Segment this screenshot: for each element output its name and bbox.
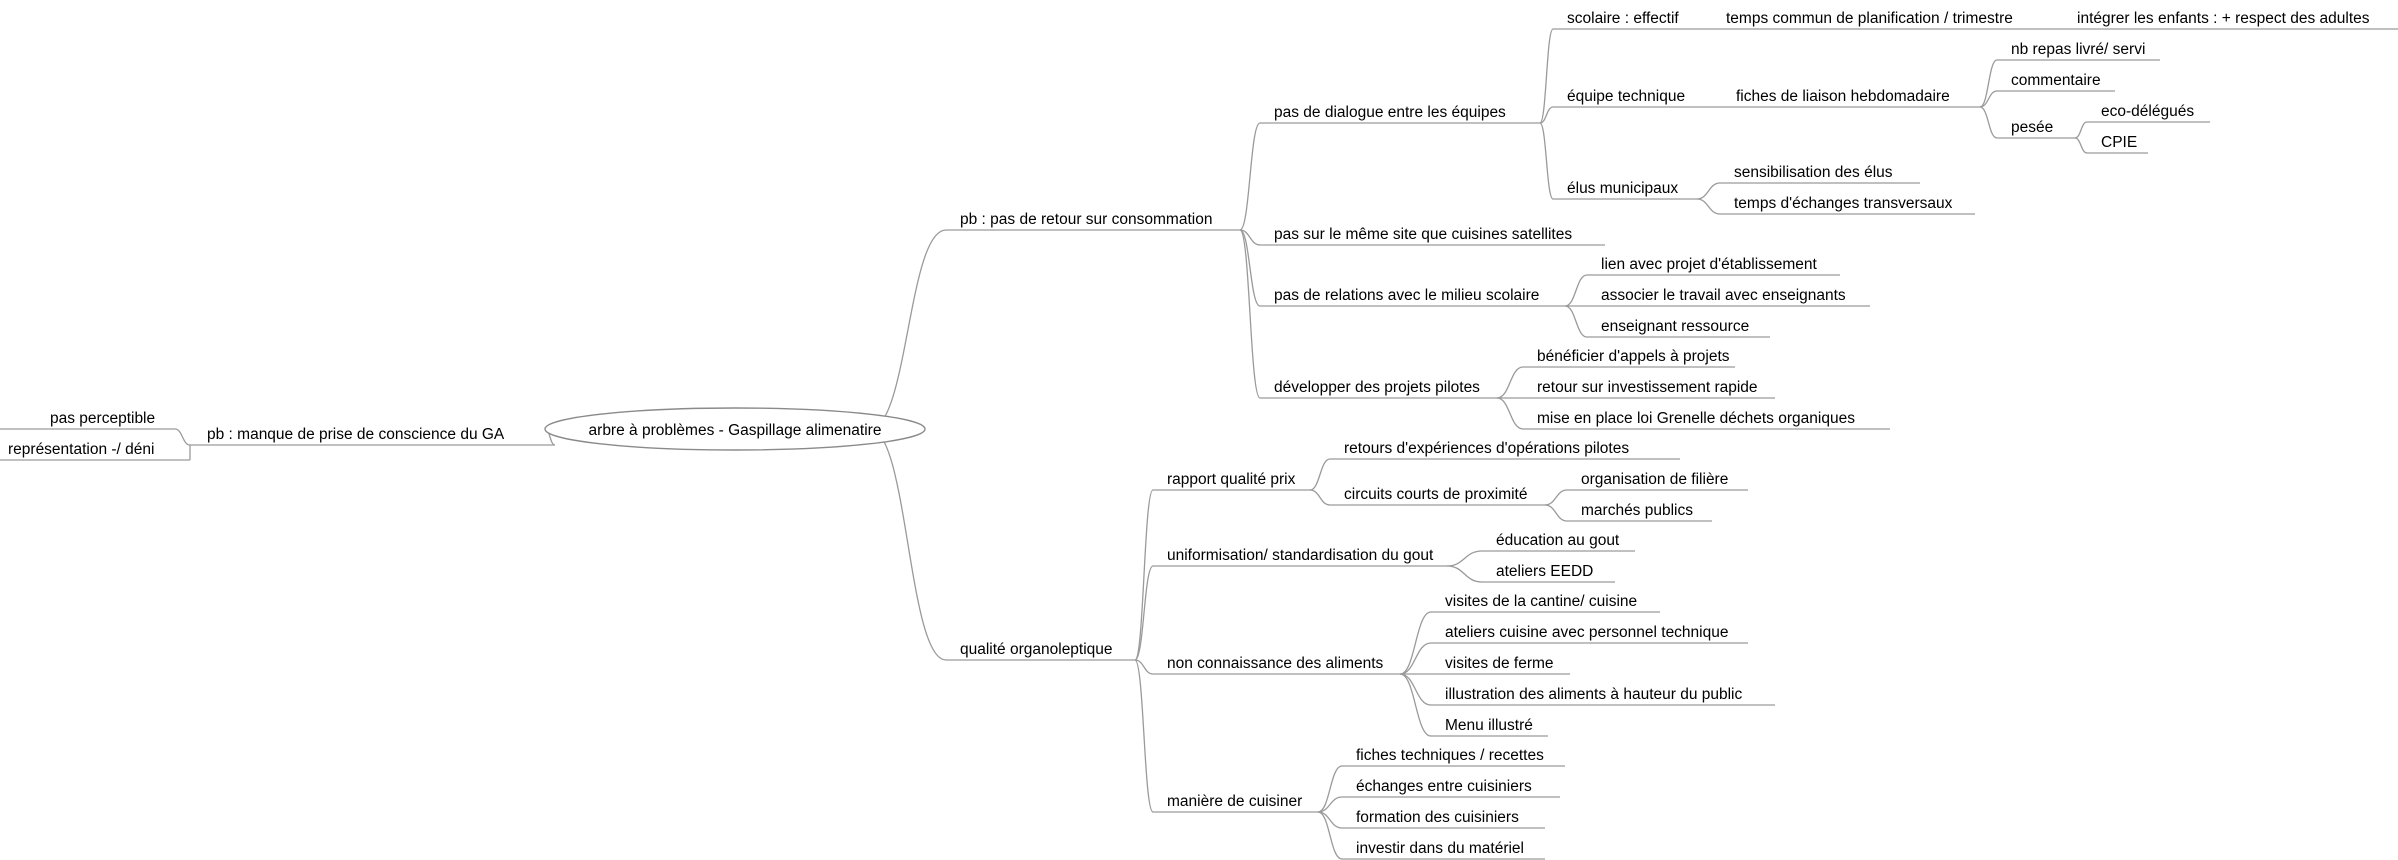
link-circuits bbox=[1309, 489, 1331, 506]
node-label-investir[interactable]: investir dans du matériel bbox=[1356, 840, 1524, 857]
node-label-fiches-tech[interactable]: fiches techniques / recettes bbox=[1356, 747, 1544, 764]
link-eco-delegues bbox=[2074, 121, 2088, 139]
node-label-illustration[interactable]: illustration des aliments à hauteur du p… bbox=[1445, 686, 1743, 703]
node-label-organisation[interactable]: organisation de filière bbox=[1581, 471, 1728, 488]
node-label-pb-retour[interactable]: pb : pas de retour sur consommation bbox=[960, 211, 1212, 228]
node-label-relations[interactable]: pas de relations avec le milieu scolaire bbox=[1274, 287, 1539, 304]
link-beneficier bbox=[1496, 366, 1524, 399]
link-lien-projet bbox=[1564, 274, 1588, 307]
link-ateliers-cuisine bbox=[1399, 642, 1432, 675]
link-nb-repas bbox=[1979, 59, 1998, 108]
node-label-nb-repas[interactable]: nb repas livré/ servi bbox=[2011, 41, 2145, 58]
node-label-eco-delegues[interactable]: eco-délégués bbox=[2101, 103, 2194, 120]
link-pas-perceptible bbox=[174, 428, 191, 446]
node-label-cpie[interactable]: CPIE bbox=[2101, 134, 2137, 151]
link-relations bbox=[1239, 229, 1261, 307]
node-label-pas-perceptible[interactable]: pas perceptible bbox=[50, 410, 155, 427]
node-label-qualite-orga[interactable]: qualité organoleptique bbox=[960, 641, 1113, 658]
link-grenelle bbox=[1496, 397, 1524, 430]
link-education bbox=[1446, 550, 1483, 567]
node-label-retours-exp[interactable]: retours d'expériences d'opérations pilot… bbox=[1344, 440, 1629, 457]
node-label-menu[interactable]: Menu illustré bbox=[1445, 717, 1533, 734]
link-scolaire bbox=[1539, 28, 1554, 124]
node-label-elus[interactable]: élus municipaux bbox=[1567, 180, 1678, 197]
node-label-beneficier[interactable]: bénéficier d'appels à projets bbox=[1537, 348, 1730, 365]
link-visites-cantine bbox=[1399, 611, 1432, 675]
node-label-non-connaissance[interactable]: non connaissance des aliments bbox=[1167, 655, 1384, 672]
node-label-dialogue[interactable]: pas de dialogue entre les équipes bbox=[1274, 104, 1506, 121]
root-node-label[interactable]: arbre à problèmes - Gaspillage alimenati… bbox=[589, 422, 882, 439]
node-label-ateliers-cuisine[interactable]: ateliers cuisine avec personnel techniqu… bbox=[1445, 624, 1728, 641]
node-label-sensibilisation[interactable]: sensibilisation des élus bbox=[1734, 164, 1893, 181]
node-label-retour-invest[interactable]: retour sur investissement rapide bbox=[1537, 379, 1758, 396]
link-sensibilisation bbox=[1696, 182, 1721, 200]
node-label-commentaire[interactable]: commentaire bbox=[2011, 72, 2101, 89]
node-label-grenelle[interactable]: mise en place loi Grenelle déchets organ… bbox=[1537, 410, 1855, 427]
node-label-formation[interactable]: formation des cuisiniers bbox=[1356, 809, 1519, 826]
node-label-visites-cantine[interactable]: visites de la cantine/ cuisine bbox=[1445, 593, 1637, 610]
node-label-pb-manque[interactable]: pb : manque de prise de conscience du GA bbox=[207, 426, 505, 443]
link-equipe-tech bbox=[1539, 106, 1554, 124]
link-enseignant bbox=[1564, 305, 1588, 338]
link-qualite-orga bbox=[869, 428, 947, 661]
link-commentaire bbox=[1979, 90, 1998, 108]
link-marches bbox=[1544, 504, 1568, 522]
link-fiches-tech bbox=[1317, 765, 1343, 813]
node-label-echanges-cuisiniers[interactable]: échanges entre cuisiniers bbox=[1356, 778, 1532, 795]
node-label-ateliers-eedd[interactable]: ateliers EEDD bbox=[1496, 563, 1593, 580]
link-echanges-cuisiniers bbox=[1317, 796, 1343, 813]
link-pb-retour bbox=[869, 229, 947, 430]
node-label-circuits[interactable]: circuits courts de proximité bbox=[1344, 486, 1527, 503]
link-cpie bbox=[2074, 137, 2088, 154]
node-label-temps-echanges[interactable]: temps d'échanges transversaux bbox=[1734, 195, 1953, 212]
node-label-marches[interactable]: marchés publics bbox=[1581, 502, 1693, 519]
node-label-enseignant[interactable]: enseignant ressource bbox=[1601, 318, 1749, 335]
node-label-maniere[interactable]: manière de cuisiner bbox=[1167, 793, 1302, 810]
node-label-meme-site[interactable]: pas sur le même site que cuisines satell… bbox=[1274, 226, 1572, 243]
node-label-education[interactable]: éducation au gout bbox=[1496, 532, 1620, 549]
mind-map-links bbox=[0, 28, 2398, 860]
node-label-associer[interactable]: associer le travail avec enseignants bbox=[1601, 287, 1846, 304]
link-meme-site bbox=[1239, 229, 1261, 246]
node-label-uniformisation[interactable]: uniformisation/ standardisation du gout bbox=[1167, 547, 1434, 564]
link-pesee bbox=[1979, 106, 1998, 139]
node-label-visites-ferme[interactable]: visites de ferme bbox=[1445, 655, 1554, 672]
node-label-rapport-qp[interactable]: rapport qualité prix bbox=[1167, 471, 1296, 488]
link-dialogue bbox=[1239, 122, 1261, 231]
link-retours-exp bbox=[1309, 458, 1331, 491]
mind-map-nodes: arbre à problèmes - Gaspillage alimenati… bbox=[8, 10, 2370, 857]
node-label-fiches-liaison[interactable]: fiches de liaison hebdomadaire bbox=[1736, 88, 1950, 105]
link-non-connaissance bbox=[1134, 659, 1154, 675]
root-node-ellipse[interactable] bbox=[544, 407, 926, 451]
link-projets-pilotes bbox=[1239, 229, 1261, 399]
link-elus bbox=[1539, 122, 1554, 200]
node-label-equipe-tech[interactable]: équipe technique bbox=[1567, 88, 1685, 105]
link-investir bbox=[1317, 811, 1343, 860]
node-label-scolaire[interactable]: scolaire : effectif bbox=[1567, 10, 1679, 27]
link-illustration bbox=[1399, 673, 1432, 706]
link-temps-echanges bbox=[1696, 198, 1721, 215]
node-label-integrer[interactable]: intégrer les enfants : + respect des adu… bbox=[2077, 10, 2370, 27]
node-label-pesee[interactable]: pesée bbox=[2011, 119, 2053, 136]
link-menu bbox=[1399, 673, 1432, 737]
node-label-temps-commun[interactable]: temps commun de planification / trimestr… bbox=[1726, 10, 2013, 27]
link-uniformisation bbox=[1134, 565, 1154, 661]
link-organisation bbox=[1544, 489, 1568, 506]
link-rapport-qp bbox=[1134, 489, 1154, 661]
node-label-lien-projet[interactable]: lien avec projet d'établissement bbox=[1601, 256, 1817, 273]
node-label-projets-pilotes[interactable]: développer des projets pilotes bbox=[1274, 379, 1480, 396]
link-maniere bbox=[1134, 659, 1154, 813]
node-label-representation[interactable]: représentation -/ déni bbox=[8, 441, 154, 458]
link-ateliers-eedd bbox=[1446, 565, 1483, 583]
